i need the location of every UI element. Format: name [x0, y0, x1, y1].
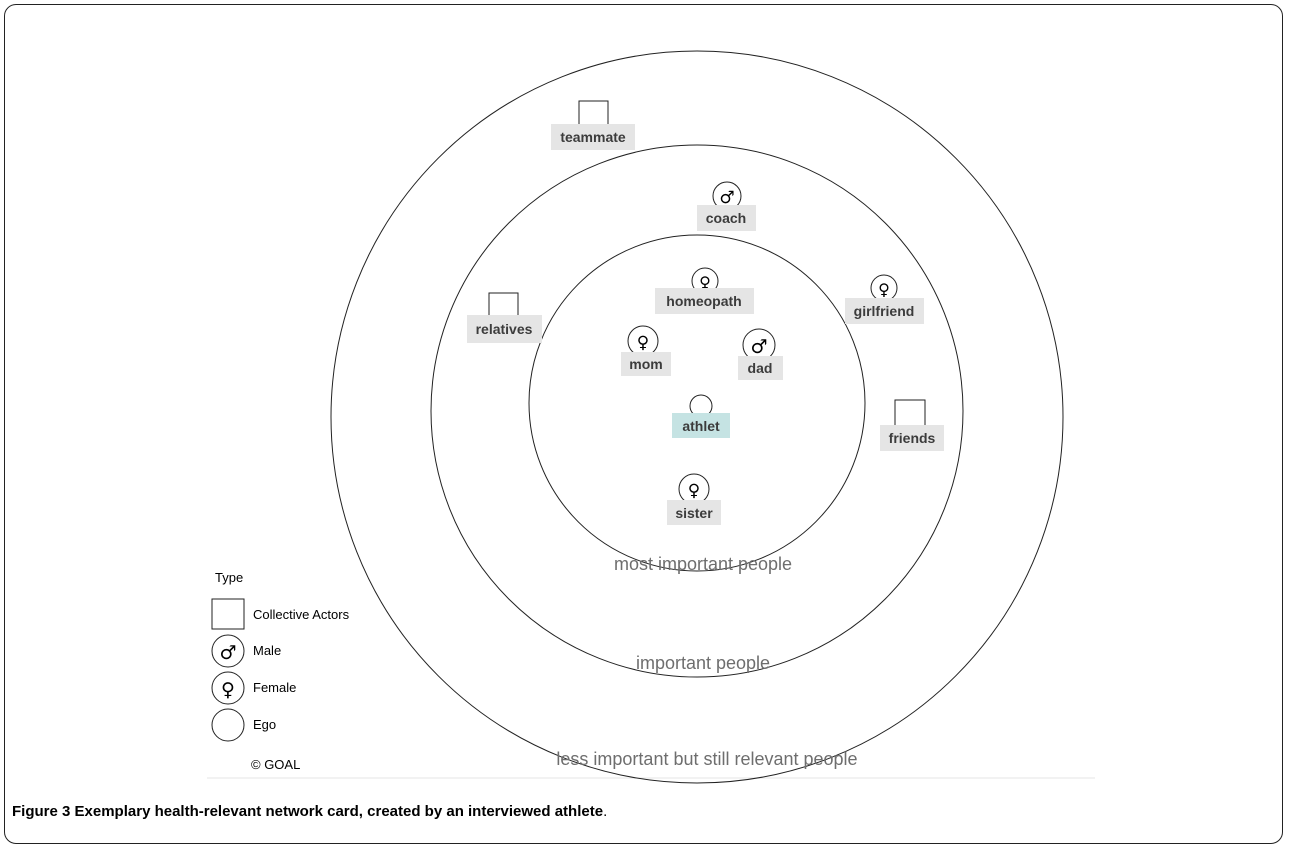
node-coach: ♂ coach [697, 181, 756, 231]
svg-text:♀: ♀ [878, 280, 890, 299]
node-label: teammate [560, 129, 626, 145]
caption-text: Exemplary health-relevant network card, … [74, 803, 604, 820]
copyright: © GOAL [251, 757, 300, 772]
ring-label-most-important: most important people [614, 554, 792, 574]
figure-frame [4, 4, 1283, 844]
svg-text:♀: ♀ [637, 333, 649, 353]
label-bg [621, 352, 671, 376]
node-label: relatives [476, 321, 533, 337]
node-label: friends [889, 430, 936, 446]
figure-caption: Figure 3 Exemplary health-relevant netwo… [12, 803, 607, 820]
svg-text:♂: ♂ [750, 336, 767, 358]
ring-label-less-important: less important but still relevant people [556, 749, 857, 769]
legend-label-male: Male [253, 643, 281, 658]
svg-text:♂: ♂ [219, 642, 236, 664]
outer-ring [330, 50, 1064, 784]
node-label: homeopath [666, 293, 741, 309]
node-label: girlfriend [854, 303, 915, 319]
node-girlfriend: ♀ girlfriend [845, 274, 924, 324]
node-label: mom [629, 356, 662, 372]
node-label: athlet [682, 418, 720, 434]
male-icon [211, 634, 245, 668]
node-athlet: athlet [672, 394, 730, 438]
middle-ring [430, 144, 964, 678]
svg-text:♀: ♀ [688, 481, 700, 501]
legend-label-collective: Collective Actors [253, 607, 350, 622]
ring-label-important: important people [636, 653, 770, 673]
node-label: sister [675, 505, 713, 521]
label-bg [697, 205, 756, 231]
node-label: dad [748, 360, 773, 376]
svg-text:♀: ♀ [699, 273, 711, 292]
legend-label-ego: Ego [253, 717, 276, 732]
label-bg [551, 124, 635, 150]
node-sister: ♀ sister [667, 473, 721, 525]
label-bg [655, 288, 754, 314]
svg-text:♀: ♀ [221, 679, 235, 701]
ego-label-bg [672, 413, 730, 438]
node-homeopath: ♀ homeopath [655, 267, 754, 314]
node-friends: friends [880, 399, 944, 451]
collective-actors-icon [211, 598, 245, 630]
legend-label-female: Female [253, 680, 296, 695]
figure-number: Figure 3 [12, 803, 71, 820]
caption-end: . [603, 803, 608, 820]
label-bg [467, 315, 542, 343]
label-bg [667, 500, 721, 525]
label-bg [738, 356, 783, 380]
legend: Type Collective Actors ♂ Male ♀ Female E… [211, 570, 350, 772]
node-relatives: relatives [467, 292, 542, 343]
label-bg [880, 425, 944, 451]
ego-icon [211, 708, 245, 742]
inner-ring [528, 234, 866, 572]
node-label: coach [706, 210, 746, 226]
svg-text:♂: ♂ [719, 188, 734, 208]
legend-title: Type [215, 570, 243, 585]
node-dad: ♂ dad [738, 328, 783, 380]
label-bg [845, 298, 924, 324]
node-teammate: teammate [551, 100, 635, 150]
female-icon [211, 671, 245, 705]
collective-icon [894, 399, 926, 429]
node-mom: ♀ mom [621, 325, 671, 376]
